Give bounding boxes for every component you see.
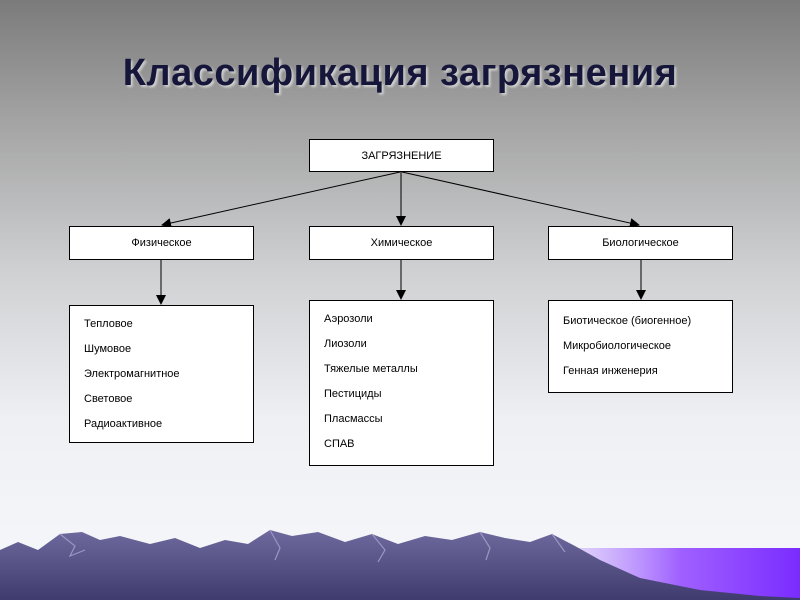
list-item: Генная инженерия xyxy=(563,365,658,377)
root-label: ЗАГРЯЗНЕНИЕ xyxy=(361,149,442,162)
category-chemical-label: Химическое xyxy=(370,237,433,249)
category-physical: Физическое xyxy=(69,226,254,260)
list-item: Лиозоли xyxy=(324,338,367,350)
slide-title: Классификация загрязнения xyxy=(122,52,678,94)
list-item: СПАВ xyxy=(324,438,355,450)
biological-items-list: Биотическое (биогенное) Микробиологическ… xyxy=(548,300,733,393)
root-node: ЗАГРЯЗНЕНИЕ xyxy=(309,139,494,172)
list-item: Пласмассы xyxy=(324,413,383,425)
physical-items-list: Тепловое Шумовое Электромагнитное Светов… xyxy=(69,305,254,443)
category-biological: Биологическое xyxy=(548,226,733,260)
list-item: Микробиологическое xyxy=(563,340,672,352)
list-item: Радиоактивное xyxy=(84,418,163,430)
list-item: Биотическое (биогенное) xyxy=(563,315,692,327)
arrow-root-to-biological xyxy=(401,171,640,228)
mountains-decoration xyxy=(0,529,800,600)
list-item: Световое xyxy=(84,393,133,405)
list-item: Аэрозоли xyxy=(324,313,373,325)
category-biological-label: Биологическое xyxy=(602,237,679,249)
list-item: Электромагнитное xyxy=(84,368,180,380)
list-item: Тяжелые металлы xyxy=(324,363,418,375)
list-item: Тепловое xyxy=(84,318,133,330)
category-chemical: Химическое xyxy=(309,226,494,260)
list-item: Пестициды xyxy=(324,388,382,400)
category-physical-label: Физическое xyxy=(131,237,192,249)
arrow-root-to-physical xyxy=(161,171,401,228)
list-item: Шумовое xyxy=(84,343,132,355)
chemical-items-list: Аэрозоли Лиозоли Тяжелые металлы Пестици… xyxy=(309,300,494,466)
